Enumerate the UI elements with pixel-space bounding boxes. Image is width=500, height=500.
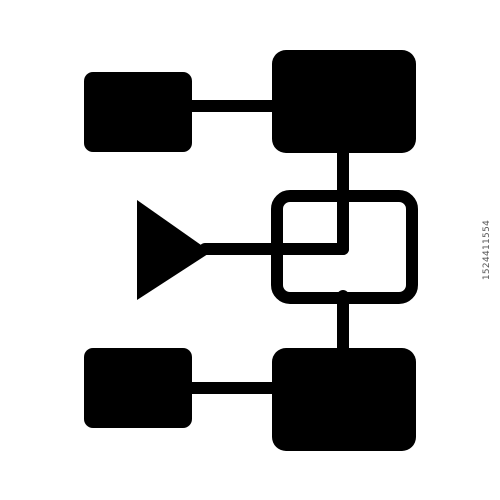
block-bottom-left xyxy=(84,348,192,428)
stock-id-label: 1524411554 xyxy=(477,190,497,310)
block-top-left xyxy=(84,72,192,152)
stock-id-text: 1524411554 xyxy=(482,219,493,281)
block-bottom-right xyxy=(272,348,416,451)
block-top-right xyxy=(272,50,416,153)
triangle-node xyxy=(137,200,211,300)
